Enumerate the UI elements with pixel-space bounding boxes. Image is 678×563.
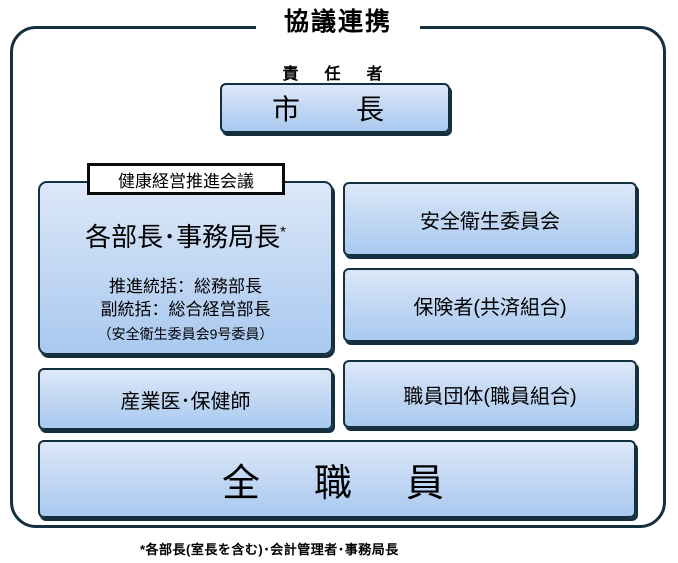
department-heads-label: 各部長･事務局長* [85, 222, 286, 252]
responsible-label: 責 任 者 [282, 66, 388, 83]
asterisk-mark: * [280, 223, 286, 241]
committee-note: （安全衛生委員会9号委員） [97, 326, 274, 342]
footnote: *各部長(室長を含む)･会計管理者･事務局長 [140, 542, 399, 557]
box-department-heads: 各部長･事務局長* 推進統括：総務部長 副統括：総合経営部長 （安全衛生委員会9… [38, 181, 333, 355]
insurer-label: 保険者(共済組合) [413, 296, 567, 319]
mayor-label: 市 長 [271, 94, 398, 125]
safety-health-committee-label: 安全衛生委員会 [420, 210, 560, 233]
box-insurer: 保険者(共済組合) [343, 268, 637, 342]
tab-label: 健康経営推進会議 [118, 171, 254, 191]
box-safety-health-committee: 安全衛生委員会 [343, 182, 637, 256]
staff-union-label: 職員団体(職員組合) [403, 385, 577, 408]
occupational-physician-label: 産業医･保健師 [120, 390, 251, 413]
box-occupational-physician: 産業医･保健師 [38, 368, 333, 430]
box-all-staff: 全 職 員 [38, 440, 636, 518]
all-staff-label: 全 職 員 [221, 462, 452, 505]
box-mayor: 市 長 [220, 83, 450, 133]
supervisor-lines: 推進統括：総務部長 副統括：総合経営部長 [100, 277, 271, 319]
tab-health-management-council: 健康経営推進会議 [87, 163, 285, 195]
diagram-title: 協議連携 [255, 6, 421, 38]
box-staff-union: 職員団体(職員組合) [343, 360, 637, 428]
